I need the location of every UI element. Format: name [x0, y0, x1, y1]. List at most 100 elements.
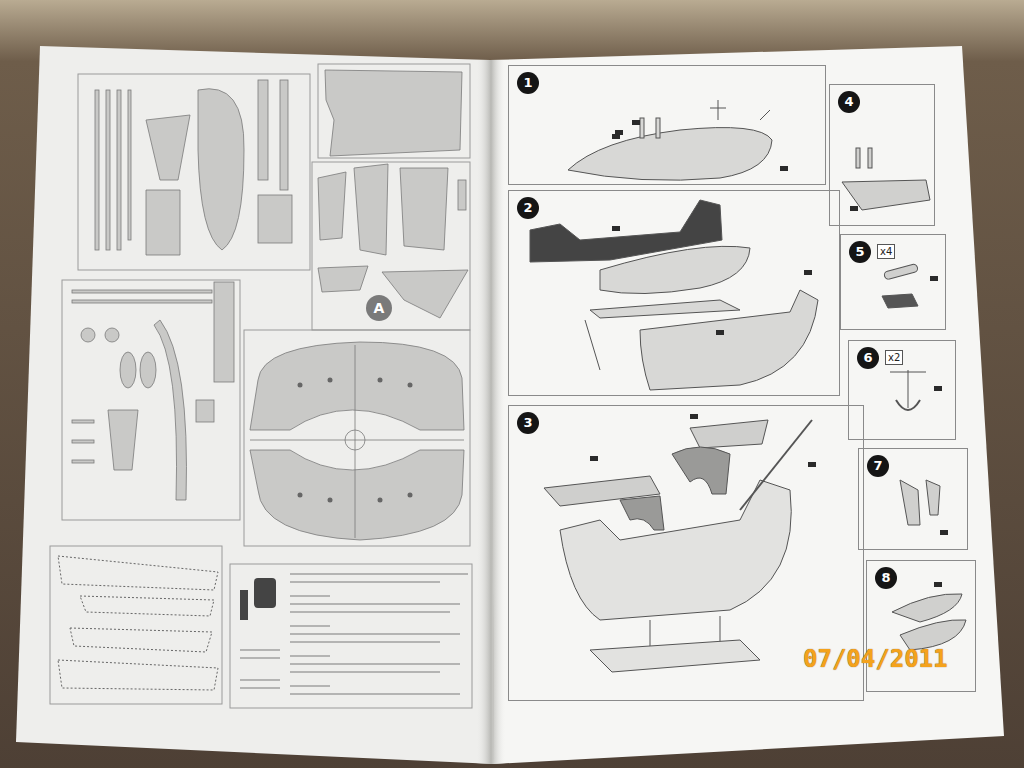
part-number-tags-shape — [690, 414, 698, 419]
sprue-parts-shape — [214, 282, 234, 382]
step-number: 2 — [517, 197, 539, 219]
side-step-drawings-shape — [842, 180, 930, 210]
sprue-parts-shape — [108, 410, 138, 470]
sprue-parts-shape — [120, 352, 136, 388]
sprue-parts-shape — [250, 440, 464, 441]
gun-ports-shape — [378, 378, 383, 383]
sprue-parts-shape — [117, 90, 121, 250]
step-panel: 4 — [829, 84, 935, 226]
instruction-text-lines-shape — [290, 671, 440, 673]
sail-nets-shape — [58, 556, 218, 590]
side-step-drawings-shape — [882, 294, 918, 308]
step-number: 1 — [517, 72, 539, 94]
sprue-parts-shape — [72, 290, 212, 293]
sprue-frames-shape — [50, 546, 222, 704]
sprue-parts-shape — [146, 115, 190, 180]
gun-ports-shape — [378, 498, 383, 503]
sprue-parts-shape — [146, 190, 180, 255]
sprue-parts-shape — [280, 80, 288, 190]
side-step-drawings-shape — [890, 372, 926, 373]
instruction-text-lines-shape — [240, 649, 280, 651]
sail-nets-shape — [80, 596, 214, 616]
part-number-tags-shape — [612, 226, 620, 231]
sprue-parts-shape — [355, 345, 356, 538]
gun-ports-shape — [328, 378, 333, 383]
sprue-parts-shape — [196, 400, 214, 422]
part-number-tags-shape — [804, 270, 812, 275]
step-3-drawing-shape — [590, 640, 760, 672]
sprue-parts-shape — [400, 168, 448, 250]
part-number-tags-shape — [940, 530, 948, 535]
sprue-parts-shape — [258, 195, 292, 243]
sprue-parts-shape — [128, 90, 131, 240]
part-number-tags-shape — [808, 462, 816, 467]
step-2-drawing-shape — [640, 290, 818, 390]
side-step-drawings-shape — [884, 263, 919, 280]
step-panel: 2 — [508, 190, 840, 396]
sprue-frames-shape — [318, 64, 470, 158]
sprue-frames-shape — [78, 74, 310, 270]
instruction-text-lines-shape — [290, 663, 460, 665]
sail-nets-shape — [58, 660, 218, 690]
sprue-parts-shape — [140, 352, 156, 388]
sprue-frames-shape — [230, 564, 472, 708]
sprue-frames-shape — [244, 330, 470, 546]
step-number: 5 — [849, 241, 871, 263]
sprue-parts-shape — [106, 90, 110, 250]
instruction-text-lines-shape — [240, 679, 280, 681]
part-number-tags-shape — [612, 134, 620, 139]
step-number: 8 — [875, 567, 897, 589]
step-2-drawing-shape — [585, 320, 600, 370]
step-panel: 5x4 — [840, 234, 946, 330]
instruction-text-lines-shape — [240, 657, 280, 659]
step-number: 4 — [838, 91, 860, 113]
sprue-parts-shape — [382, 270, 468, 318]
step-3-drawing — [544, 420, 812, 672]
step-3-drawing-shape — [740, 420, 812, 510]
part-number-tags-shape — [780, 166, 788, 171]
side-step-drawings-shape — [900, 480, 920, 525]
instruction-text-lines — [240, 574, 468, 694]
side-step-drawings-shape — [908, 370, 909, 408]
instruction-text-lines-shape — [290, 633, 460, 635]
sprue-frames — [50, 64, 472, 708]
sprue-parts-shape — [318, 266, 368, 292]
part-number-tags-shape — [934, 386, 942, 391]
step-3-drawing-shape — [690, 420, 768, 448]
step-3-drawing-shape — [620, 496, 664, 530]
glue-paint-icons-shape — [254, 578, 276, 608]
instruction-text-lines-shape — [240, 687, 280, 689]
step-2-drawing-shape — [590, 300, 740, 318]
booklet-pages-shape — [476, 60, 506, 764]
sprue-frames-shape — [62, 280, 240, 520]
step-1-drawing-shape — [640, 118, 644, 138]
sprue-parts-shape — [250, 342, 464, 430]
side-step-drawings-shape — [892, 594, 962, 622]
part-letter: A — [374, 300, 385, 316]
sprue-parts — [72, 70, 468, 540]
step-2-drawing — [530, 200, 818, 390]
instruction-text-lines-shape — [290, 581, 440, 583]
instruction-text-lines-shape — [290, 693, 460, 695]
glue-paint-icons-shape — [240, 590, 248, 620]
step-3-drawing-shape — [650, 620, 651, 648]
sprue-frames-shape — [312, 162, 470, 330]
instruction-text-lines-shape — [290, 685, 330, 687]
side-step-drawings-shape — [896, 400, 920, 410]
gun-ports-shape — [328, 498, 333, 503]
side-step-drawings-shape — [926, 480, 940, 515]
sprue-parts-shape — [250, 450, 464, 540]
sprue-parts-shape — [325, 70, 462, 156]
gun-ports-shape — [298, 383, 303, 388]
instruction-text-lines-shape — [290, 625, 330, 627]
step-1-drawing-shape — [760, 110, 770, 120]
sprue-parts-shape — [72, 420, 94, 423]
gun-ports-shape — [408, 493, 413, 498]
instruction-text-lines-shape — [290, 641, 440, 643]
step-panel: 6x2 — [848, 340, 956, 440]
step-number: 6 — [857, 347, 879, 369]
step-number: 7 — [867, 455, 889, 477]
step-2-drawing-shape — [600, 246, 750, 293]
step-number: 3 — [517, 412, 539, 434]
